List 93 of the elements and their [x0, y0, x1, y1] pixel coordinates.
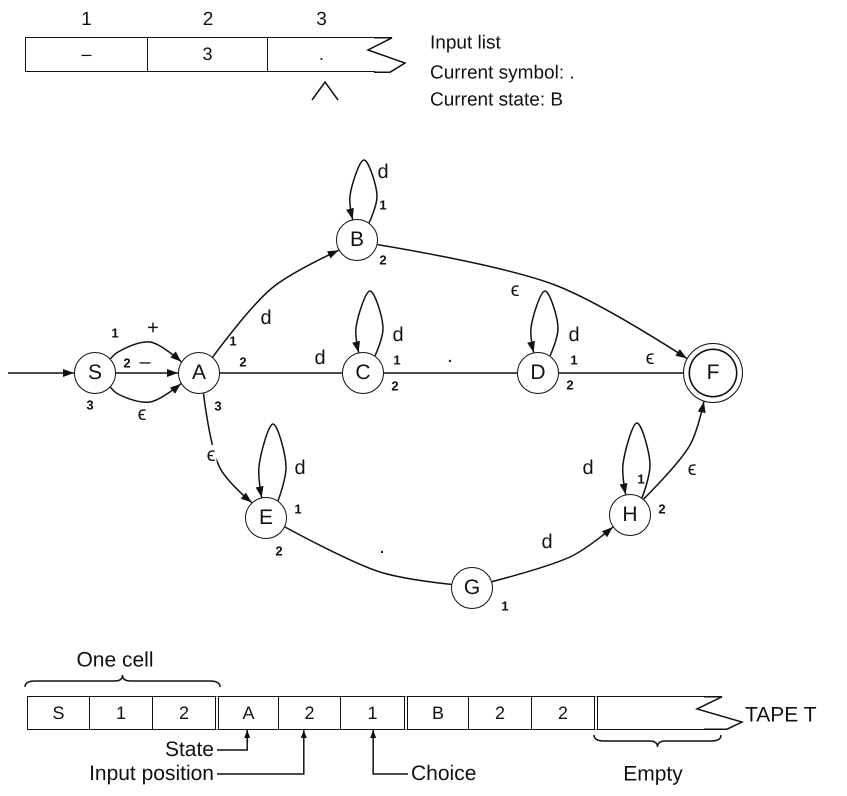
state-name: H	[622, 503, 638, 527]
choice-number: 1	[294, 502, 302, 516]
info-text: Current state: B	[430, 90, 564, 110]
tape-cell	[25, 37, 148, 72]
state-name: A	[192, 361, 206, 385]
cell-value: 2	[178, 702, 189, 724]
transition-line	[284, 526, 452, 586]
choice-number: 1	[501, 600, 509, 612]
choice-number: 1	[229, 334, 237, 348]
state-name: G	[464, 576, 480, 600]
cell-value: 2	[494, 702, 505, 724]
choice-number: 2	[379, 254, 387, 266]
arrow	[643, 401, 706, 500]
tape-cell	[219, 696, 279, 730]
cell-value: S	[52, 702, 64, 724]
choice-number: 1	[570, 354, 578, 366]
cell-value: 1	[116, 702, 126, 724]
self-loop-arrow	[256, 423, 287, 502]
empty-tape-cell	[598, 696, 705, 730]
state-name: B	[350, 228, 364, 252]
arrow	[110, 383, 182, 403]
transition-line	[384, 372, 517, 374]
state-name: C	[355, 361, 371, 385]
state-circle	[74, 352, 116, 394]
pointer-label: Choice	[411, 762, 476, 786]
arrow	[377, 244, 688, 360]
cell-value: A	[242, 702, 254, 724]
choice-number: 3	[86, 398, 94, 412]
caption: Empty	[623, 764, 683, 784]
tape-cell	[268, 37, 375, 72]
cell-value: 2	[304, 702, 314, 724]
cell-value: 2	[558, 702, 568, 724]
state-name: D	[530, 361, 546, 385]
transition-line	[220, 372, 342, 374]
choice-number: 2	[391, 380, 399, 392]
arrow	[202, 393, 252, 504]
state-circle	[178, 352, 220, 394]
choice-number: 1	[637, 472, 645, 486]
cell-value: .	[318, 44, 324, 65]
self-loop-arrow	[352, 290, 384, 356]
tape-cell	[279, 696, 341, 730]
arrow	[110, 341, 182, 362]
state-circle	[609, 494, 651, 536]
tape-cell	[27, 696, 90, 730]
choice-number: 1	[111, 326, 119, 340]
state-circle	[245, 497, 287, 539]
pointer-label: State	[164, 738, 214, 762]
tape-cell	[408, 696, 469, 730]
self-loop-arrow	[346, 159, 378, 224]
column-number: 1	[81, 10, 92, 29]
arrow	[492, 526, 614, 582]
state-name: F	[706, 361, 720, 385]
tape-label: TAPE T	[745, 704, 817, 726]
leader-line	[217, 730, 250, 751]
tape-cell	[341, 696, 408, 730]
caption: One cell	[76, 650, 154, 670]
state-circle	[342, 352, 384, 394]
choice-number: 2	[658, 502, 666, 516]
arrow	[116, 369, 178, 377]
info-text: Input list	[430, 34, 501, 52]
state-name: E	[258, 506, 273, 530]
arrow	[212, 250, 340, 358]
info-text: Current symbol: .	[430, 64, 575, 82]
self-loop-arrow	[620, 422, 651, 498]
choice-number: 2	[275, 544, 283, 558]
cell-value: B	[432, 702, 444, 724]
leader-line	[217, 730, 307, 775]
state-name: S	[88, 361, 102, 385]
state-circle	[451, 567, 493, 609]
choice-number: 2	[566, 378, 574, 392]
choice-number: 3	[214, 400, 222, 412]
choice-number: 2	[239, 356, 247, 368]
choice-number: 1	[379, 198, 387, 212]
arrow	[8, 369, 74, 377]
tape-cell	[148, 37, 268, 72]
pointer-label: Input position	[89, 762, 214, 786]
choice-number: 1	[393, 354, 401, 366]
column-number: 3	[316, 10, 327, 29]
tape-cell	[469, 696, 532, 730]
self-loop-arrow	[527, 290, 559, 356]
transition-line	[559, 372, 683, 374]
state-circle	[517, 352, 559, 394]
choice-number: 2	[123, 356, 131, 370]
tape-cell	[153, 696, 219, 730]
cell-value: –	[81, 44, 92, 65]
leader-line	[370, 730, 408, 775]
cell-value: 1	[367, 702, 378, 724]
edge-label: ϵ	[206, 445, 216, 465]
state-circle	[336, 219, 378, 261]
column-number: 2	[202, 10, 214, 29]
tape-cell	[90, 696, 153, 730]
tape-cell	[532, 696, 598, 730]
cell-value: 3	[202, 44, 212, 65]
